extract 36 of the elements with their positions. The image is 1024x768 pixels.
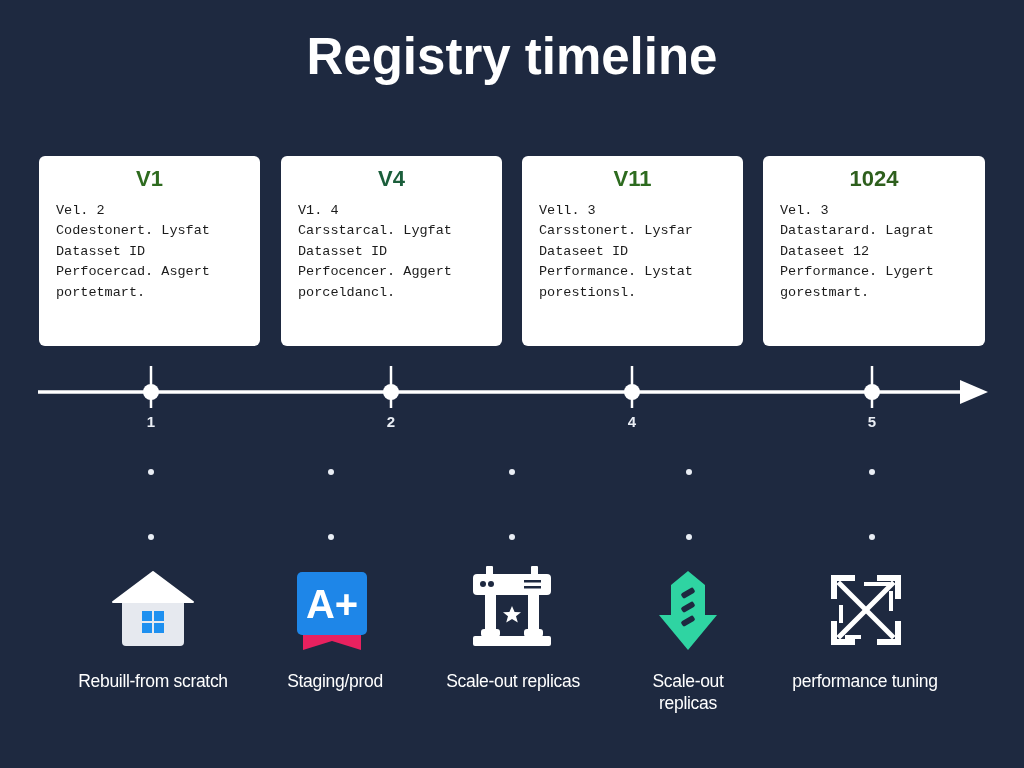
icon-caption: Scale-out replicas [651, 670, 725, 714]
version-heading: V1 [135, 166, 164, 192]
icon-caption: Scale-out replicas [446, 670, 580, 692]
card-text: Datasset ID [298, 242, 389, 261]
badge-text: A+ [305, 583, 359, 624]
version-card [763, 156, 985, 346]
card-text: V1. 4 [298, 202, 340, 220]
card-text: Dataseet 12 [780, 242, 871, 261]
version-heading: 1024 [848, 166, 900, 192]
icon-caption: Staging/prod [287, 670, 383, 692]
version-heading: V11 [612, 166, 653, 192]
version-heading: V4 [377, 166, 406, 192]
card-text: Perfocencer. Aggert porceldancl. [298, 263, 453, 302]
icon-caption: performance tuning [792, 670, 938, 692]
card-text: Codestonert. Lysfat [56, 222, 211, 241]
grade-badge [297, 572, 367, 635]
card-text: Carsstarcal. Lygfat [298, 222, 453, 241]
card-text: Carsstonert. Lysfar [539, 222, 694, 241]
tick-label: 2 [386, 413, 396, 431]
tick-label: 5 [867, 413, 877, 431]
card-text: Vel. 3 [780, 202, 830, 220]
card-text: Dataseet ID [539, 242, 630, 261]
tick-label: 4 [627, 413, 637, 431]
tick-label: 1 [146, 413, 156, 431]
card-text: Datasset ID [56, 242, 147, 261]
card-text: Performance. Lystat porestionsl. [539, 263, 694, 302]
card-text: Perfocercad. Asgert portetmart. [56, 263, 211, 302]
card-text: Vell. 3 [539, 202, 597, 220]
version-card [281, 156, 502, 346]
title: Registry timeline [306, 27, 718, 87]
card-text: Performance. Lygert gorestmart. [780, 263, 935, 302]
version-card [39, 156, 260, 346]
icon-caption: Rebuill-from scratch [78, 670, 228, 692]
card-text: Vel. 2 [56, 202, 106, 220]
card-text: Datastarard. Lagrat [780, 222, 935, 241]
version-card [522, 156, 743, 346]
